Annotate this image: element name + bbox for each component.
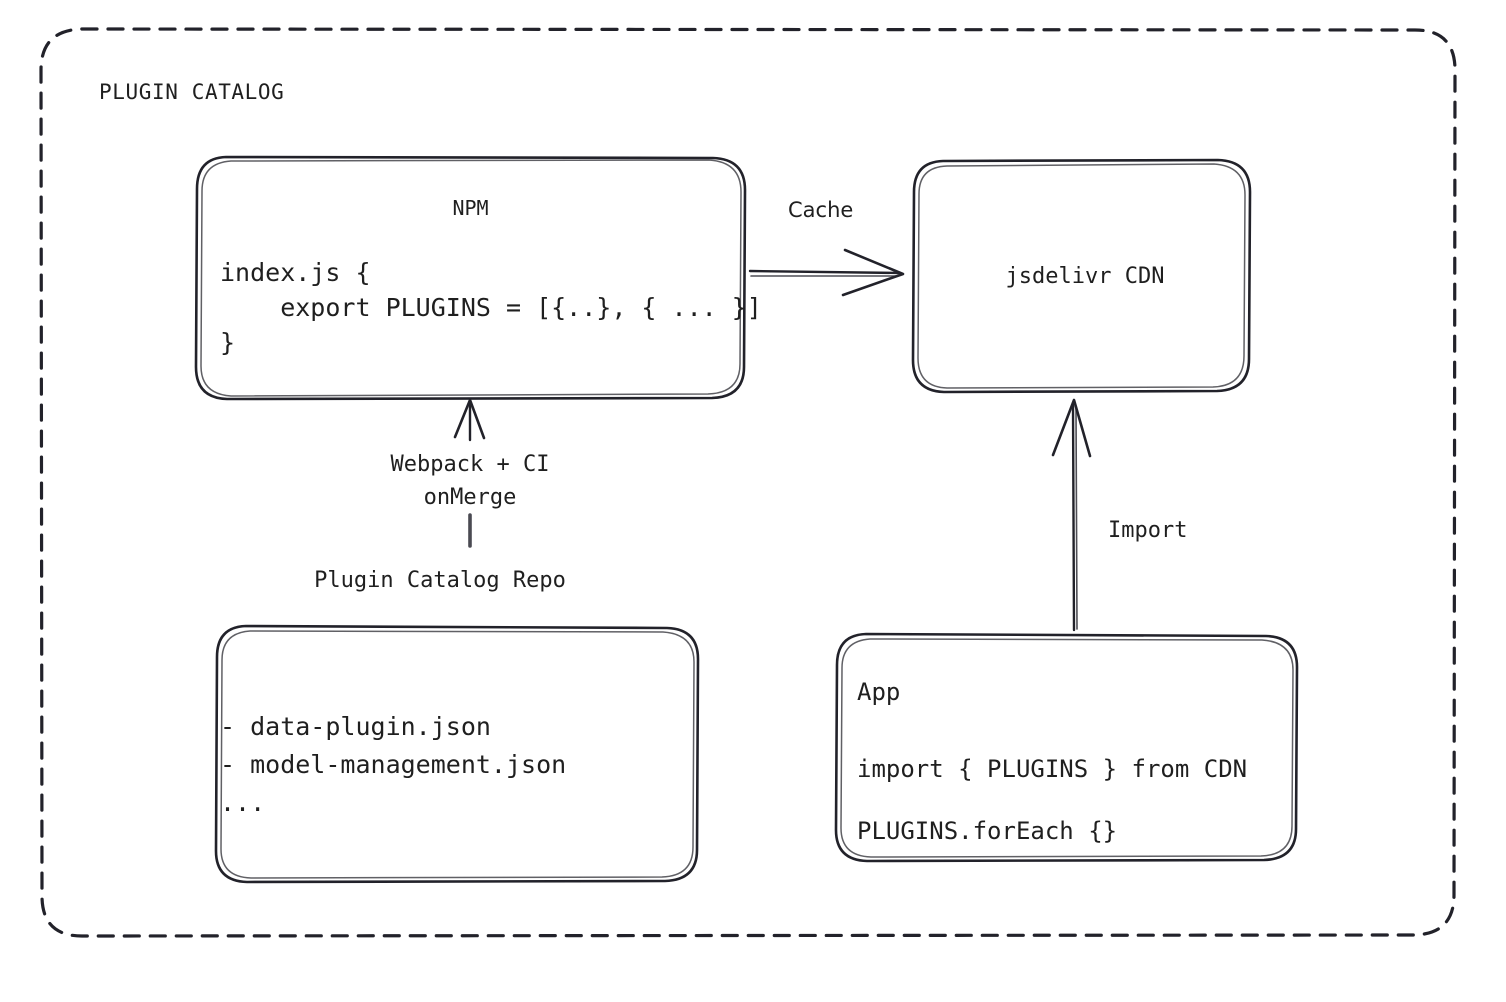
- edge-import: [1051, 398, 1092, 632]
- edge-build-label-line-2: onMerge: [423, 485, 517, 510]
- edge-build: [453, 398, 486, 548]
- cdn-node-box: [911, 158, 1252, 394]
- npm-code-line-1: index.js {: [220, 258, 371, 287]
- npm-code-line-3: }: [220, 328, 236, 357]
- cdn-node-title: jsdelivr CDN: [1005, 264, 1165, 289]
- app-node-box: [834, 632, 1299, 863]
- repo-file-item-1: - data-plugin.json: [220, 712, 491, 741]
- edge-cache-label: Cache: [788, 198, 854, 222]
- repo-node-box: [214, 624, 700, 884]
- npm-node-box: [194, 155, 747, 401]
- repo-node-caption: Plugin Catalog Repo: [314, 568, 566, 593]
- edge-import-label: Import: [1108, 518, 1188, 543]
- edge-cache: [748, 248, 905, 297]
- repo-file-item-3: ...: [220, 788, 266, 817]
- npm-code-line-2: export PLUGINS = [{..}, { ... }]: [220, 293, 762, 322]
- repo-file-item-2: - model-management.json: [220, 750, 567, 779]
- app-code-line-2: PLUGINS.forEach {}: [857, 817, 1118, 845]
- edge-build-label: Webpack + CI onMerge: [320, 448, 620, 514]
- npm-node-title: NPM: [452, 196, 489, 220]
- repo-file-list: - data-plugin.json - model-management.js…: [220, 708, 566, 822]
- frame-title: PLUGIN CATALOG: [99, 80, 285, 104]
- edge-build-label-line-1: Webpack + CI: [390, 452, 550, 477]
- plugin-catalog-frame: [39, 27, 1457, 938]
- app-node-title: App: [857, 678, 901, 706]
- app-code-line-1: import { PLUGINS } from CDN: [857, 755, 1248, 783]
